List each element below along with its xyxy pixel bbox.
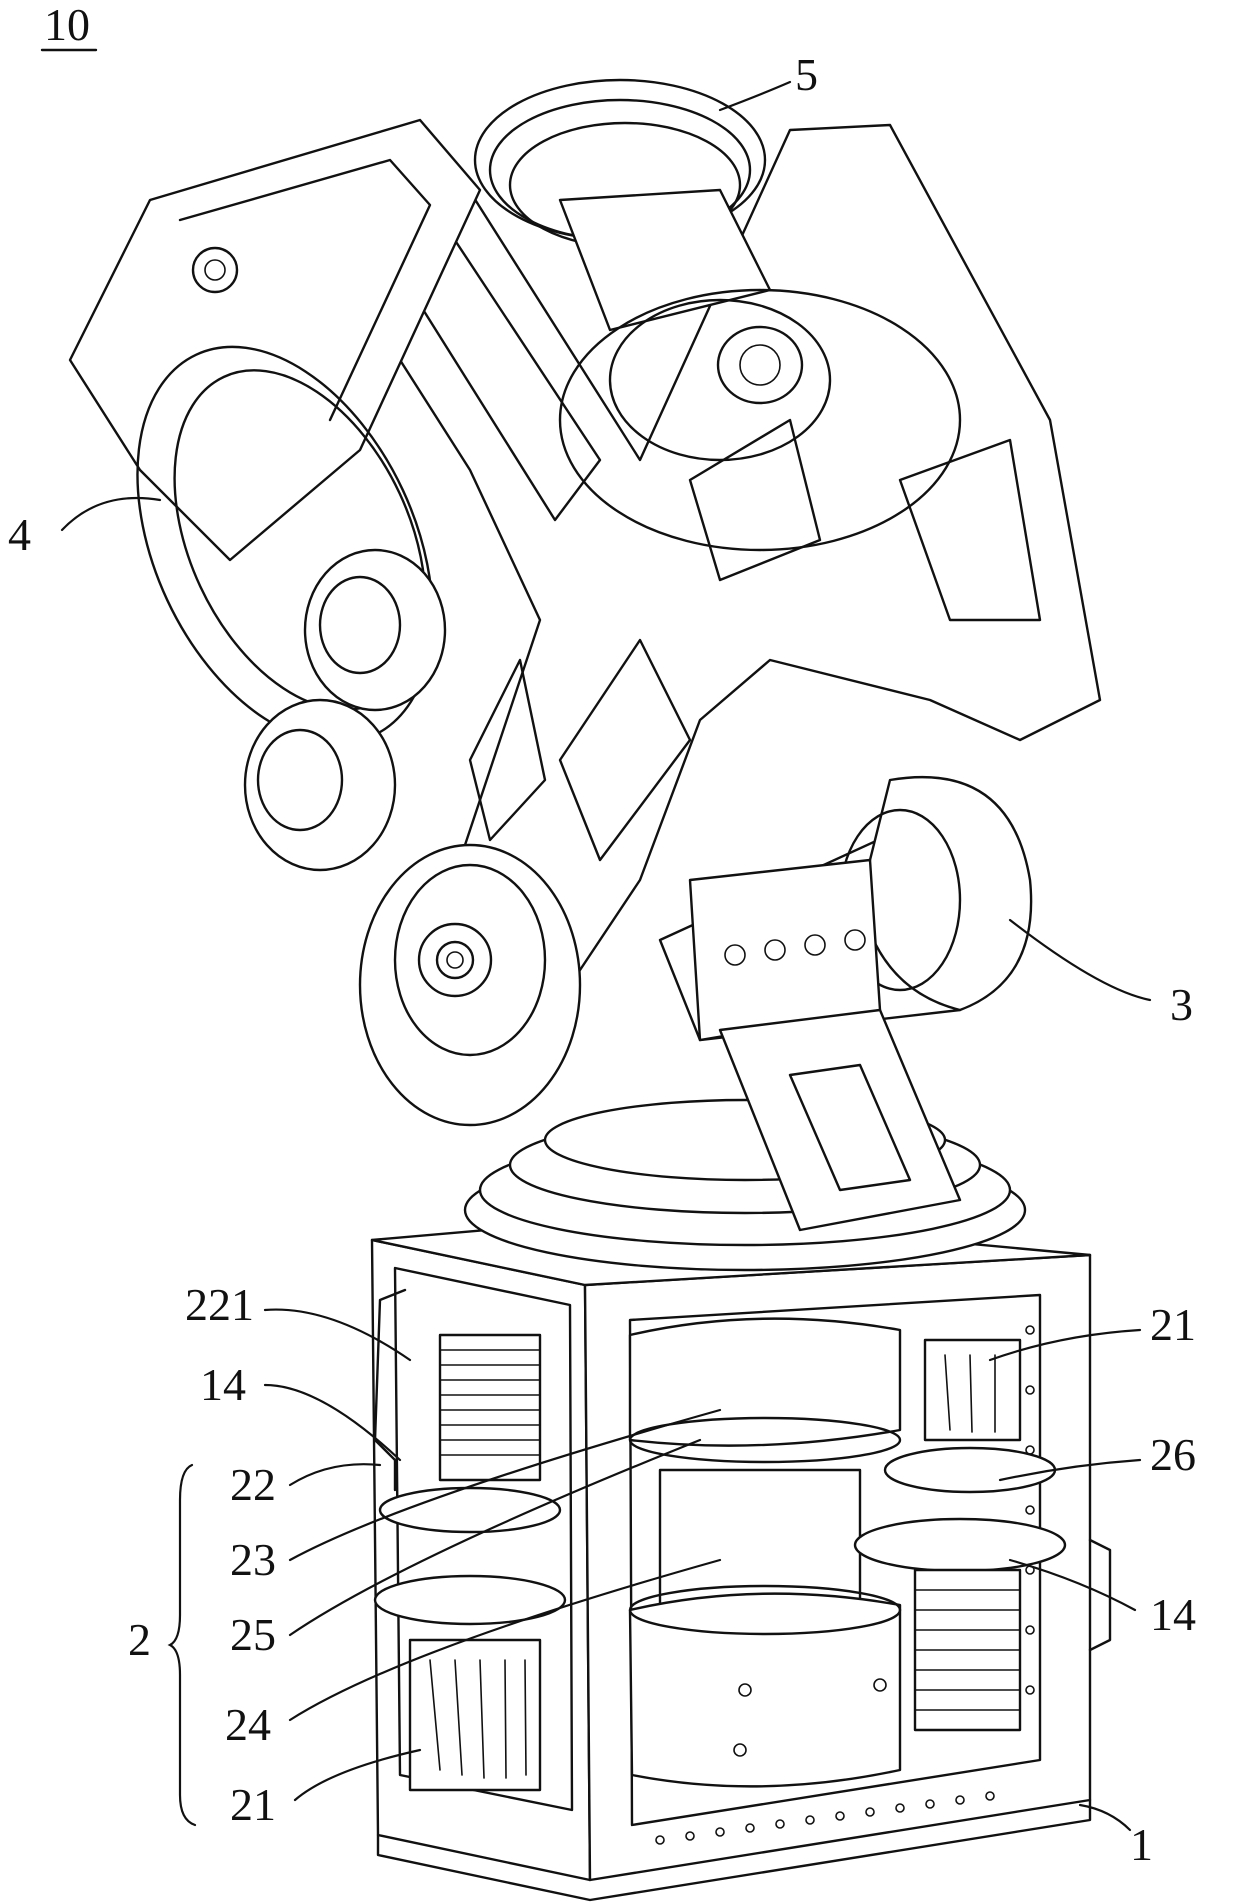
leader-4 xyxy=(60,496,162,532)
cage-slots xyxy=(429,1659,527,1779)
yoke-arm xyxy=(658,775,1033,1232)
reference-labels: 5 4 3 221 14 22 23 25 2 24 21 21 26 14 1 xyxy=(8,49,1196,1870)
base-bottom-lip xyxy=(376,1798,1092,1902)
frame-cutout-right xyxy=(898,438,1042,622)
left-bracket xyxy=(373,1288,407,1492)
leader-21a xyxy=(293,1748,422,1802)
brace-2 xyxy=(167,1463,197,1827)
leader-22 xyxy=(288,1463,382,1487)
left-pivot-hub xyxy=(358,843,582,1127)
leader-3 xyxy=(1008,918,1152,1002)
frame-cutout-lower xyxy=(558,638,692,862)
housing-edge xyxy=(178,158,432,422)
central-column xyxy=(628,1317,902,1788)
label-21a: 21 xyxy=(230,1779,276,1830)
label-4: 4 xyxy=(8,509,31,560)
label-26: 26 xyxy=(1150,1429,1196,1480)
upper-cylinder xyxy=(628,1317,902,1447)
leader-24 xyxy=(288,1558,722,1722)
leader-14a xyxy=(263,1383,402,1462)
bellows-ribs xyxy=(439,1349,541,1456)
label-14b: 14 xyxy=(1150,1589,1196,1640)
housing-port xyxy=(191,246,239,294)
frame-cutout-left xyxy=(468,658,547,842)
lower-spring-cage xyxy=(408,1638,542,1792)
label-14a: 14 xyxy=(200,1359,246,1410)
leader-221 xyxy=(263,1308,412,1362)
leader-14b xyxy=(1008,1558,1137,1612)
right-bellows-ribs xyxy=(914,1589,1021,1711)
motor-caps xyxy=(243,548,447,872)
label-22: 22 xyxy=(230,1459,276,1510)
leader-23 xyxy=(288,1408,722,1562)
top-drum xyxy=(473,78,772,332)
figure-number: 10 xyxy=(40,0,98,52)
label-23: 23 xyxy=(230,1534,276,1585)
right-bracket xyxy=(1088,1538,1112,1652)
label-21b: 21 xyxy=(1150,1299,1196,1350)
label-5: 5 xyxy=(795,49,818,100)
housing-block xyxy=(68,118,482,562)
support-strut xyxy=(718,1008,962,1232)
svg-text:10: 10 xyxy=(44,0,90,50)
leader-21b xyxy=(988,1328,1142,1362)
label-2: 2 xyxy=(128,1614,151,1665)
right-inner-motor xyxy=(558,288,962,552)
right-cage-slots xyxy=(944,1354,996,1433)
label-1: 1 xyxy=(1130,1819,1153,1870)
label-221: 221 xyxy=(185,1279,254,1330)
label-3: 3 xyxy=(1170,979,1193,1030)
leader-1 xyxy=(1078,1803,1132,1832)
lower-drum xyxy=(628,1592,902,1788)
leader-lines xyxy=(60,80,1152,1832)
label-24: 24 xyxy=(225,1699,271,1750)
leader-25 xyxy=(288,1438,702,1637)
leader-26 xyxy=(998,1458,1142,1482)
right-spring-module xyxy=(853,1338,1112,1732)
right-pivot-hub xyxy=(858,775,1033,1012)
motor-housing xyxy=(68,118,482,745)
left-spring-module xyxy=(373,1288,567,1792)
label-25: 25 xyxy=(230,1609,276,1660)
frame-plate xyxy=(328,123,1102,1062)
leader-5 xyxy=(718,80,792,112)
upper-bellows xyxy=(438,1333,542,1482)
bottom-bolt-holes xyxy=(655,1791,995,1845)
strut-window xyxy=(788,1063,912,1192)
